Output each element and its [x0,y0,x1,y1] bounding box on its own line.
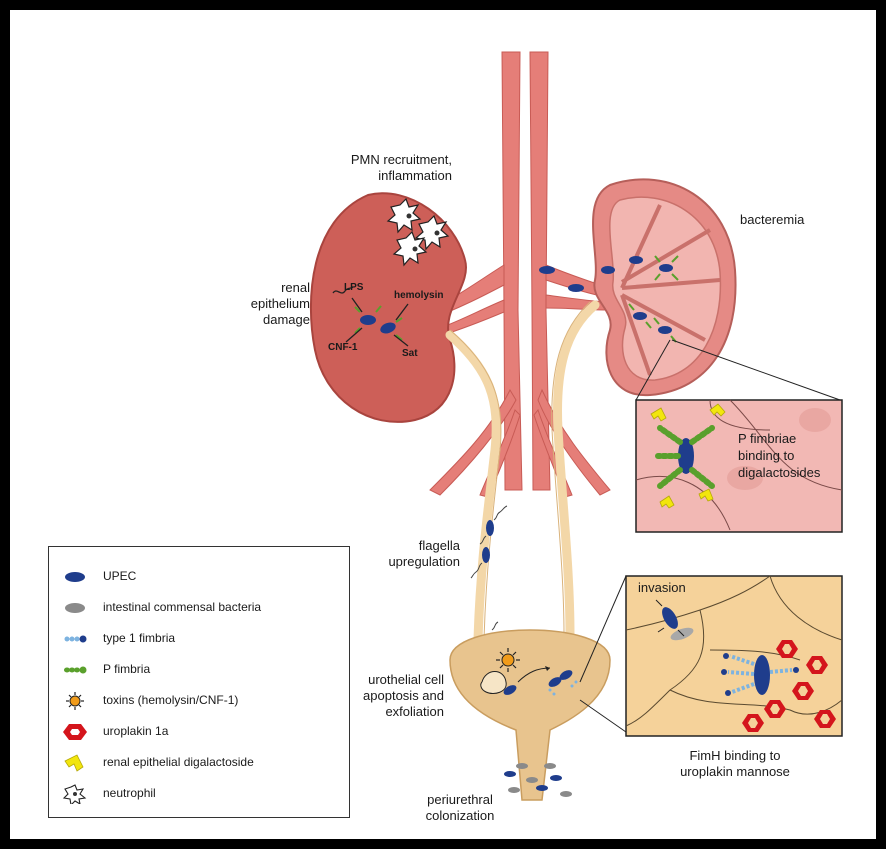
invasion-label: invasion [638,580,686,596]
uroplakin-icon [61,722,101,742]
neutrophil-icon [61,784,101,804]
legend-item-uroplakin: uroplakin 1a [49,722,349,742]
pmn-label: PMN recruitment, inflammation [300,152,452,184]
legend-item-upec: UPEC [49,567,349,587]
figure-frame: PMN recruitment, inflammation bacteremia… [10,10,876,839]
legend-item-digalactoside: renal epithelial digalactoside [49,753,349,773]
periurethral-label: periurethral colonization [410,792,510,824]
ureters [450,305,595,640]
legend-label: toxins (hemolysin/CNF-1) [103,693,238,707]
p-fimbriae-label: P fimbriae binding to digalactosides [738,430,820,481]
right-kidney [593,179,735,395]
legend-label: neutrophil [103,786,156,800]
renal-damage-label: renal epithelium damage [230,280,310,328]
lps-label: LPS [344,282,363,293]
cnf1-label: CNF-1 [328,342,357,353]
commensal-bacteria-icon [61,598,101,618]
legend-label: type 1 fimbria [103,631,175,645]
bladder [450,630,610,800]
sat-label: Sat [402,348,418,359]
legend-item-neutrophil: neutrophil [49,784,349,804]
digalactoside-icon [61,753,101,773]
urothelial-label: urothelial cell apoptosis and exfoliatio… [340,672,444,720]
legend-item-type1: type 1 fimbria [49,629,349,649]
hemolysin-label: hemolysin [394,290,443,301]
legend-item-p-fimbria: P fimbria [49,660,349,680]
legend-item-toxin: toxins (hemolysin/CNF-1) [49,691,349,711]
flagella-label: flagella upregulation [370,538,460,570]
toxin-icon [61,691,101,711]
type1-fimbria-icon [61,629,101,649]
legend: UPEC intestinal commensal bacteria type … [48,546,350,818]
p-fimbria-icon [61,660,101,680]
bacteremia-label: bacteremia [740,212,804,228]
legend-label: renal epithelial digalactoside [103,755,254,769]
legend-item-commensal: intestinal commensal bacteria [49,598,349,618]
legend-label: P fimbria [103,662,150,676]
inset-invasion [626,576,842,736]
legend-label: uroplakin 1a [103,724,168,738]
legend-label: UPEC [103,569,136,583]
fimh-label: FimH binding to uroplakin mannose [660,748,810,780]
upec-icon [61,567,101,587]
legend-label: intestinal commensal bacteria [103,600,261,614]
